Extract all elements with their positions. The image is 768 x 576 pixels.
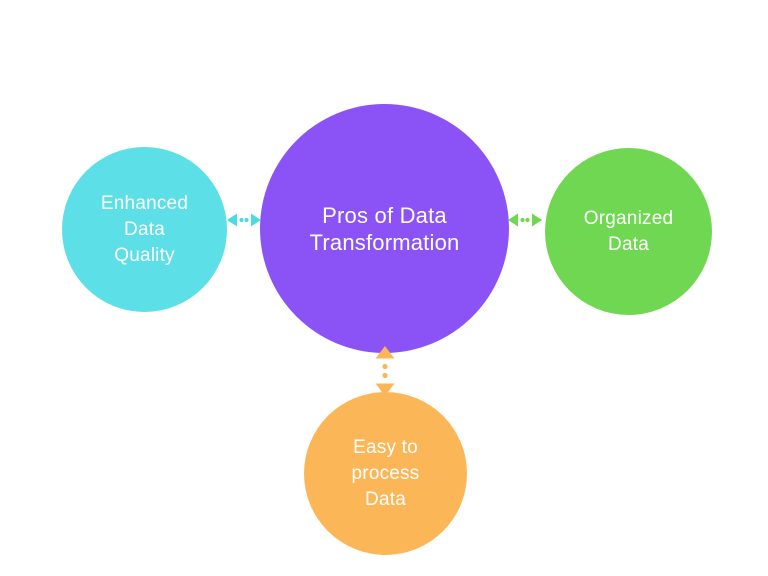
node-right-label: Organized Data bbox=[583, 207, 674, 255]
connector-right-double-arrow-icon bbox=[508, 213, 542, 227]
node-center-label: Pros of Data Transformation bbox=[309, 202, 460, 255]
node-organized-data: Organized Data bbox=[545, 148, 712, 315]
node-bottom-label: Easy to process Data bbox=[351, 436, 420, 510]
connector-bottom-double-arrow-icon bbox=[375, 346, 395, 396]
node-enhanced-data-quality: Enhanced Data Quality bbox=[62, 147, 227, 312]
node-pros-of-data-transformation: Pros of Data Transformation bbox=[260, 104, 509, 353]
node-easy-to-process-data: Easy to process Data bbox=[304, 392, 467, 555]
node-left-label: Enhanced Data Quality bbox=[100, 192, 189, 266]
connector-left-double-arrow-icon bbox=[227, 213, 261, 227]
